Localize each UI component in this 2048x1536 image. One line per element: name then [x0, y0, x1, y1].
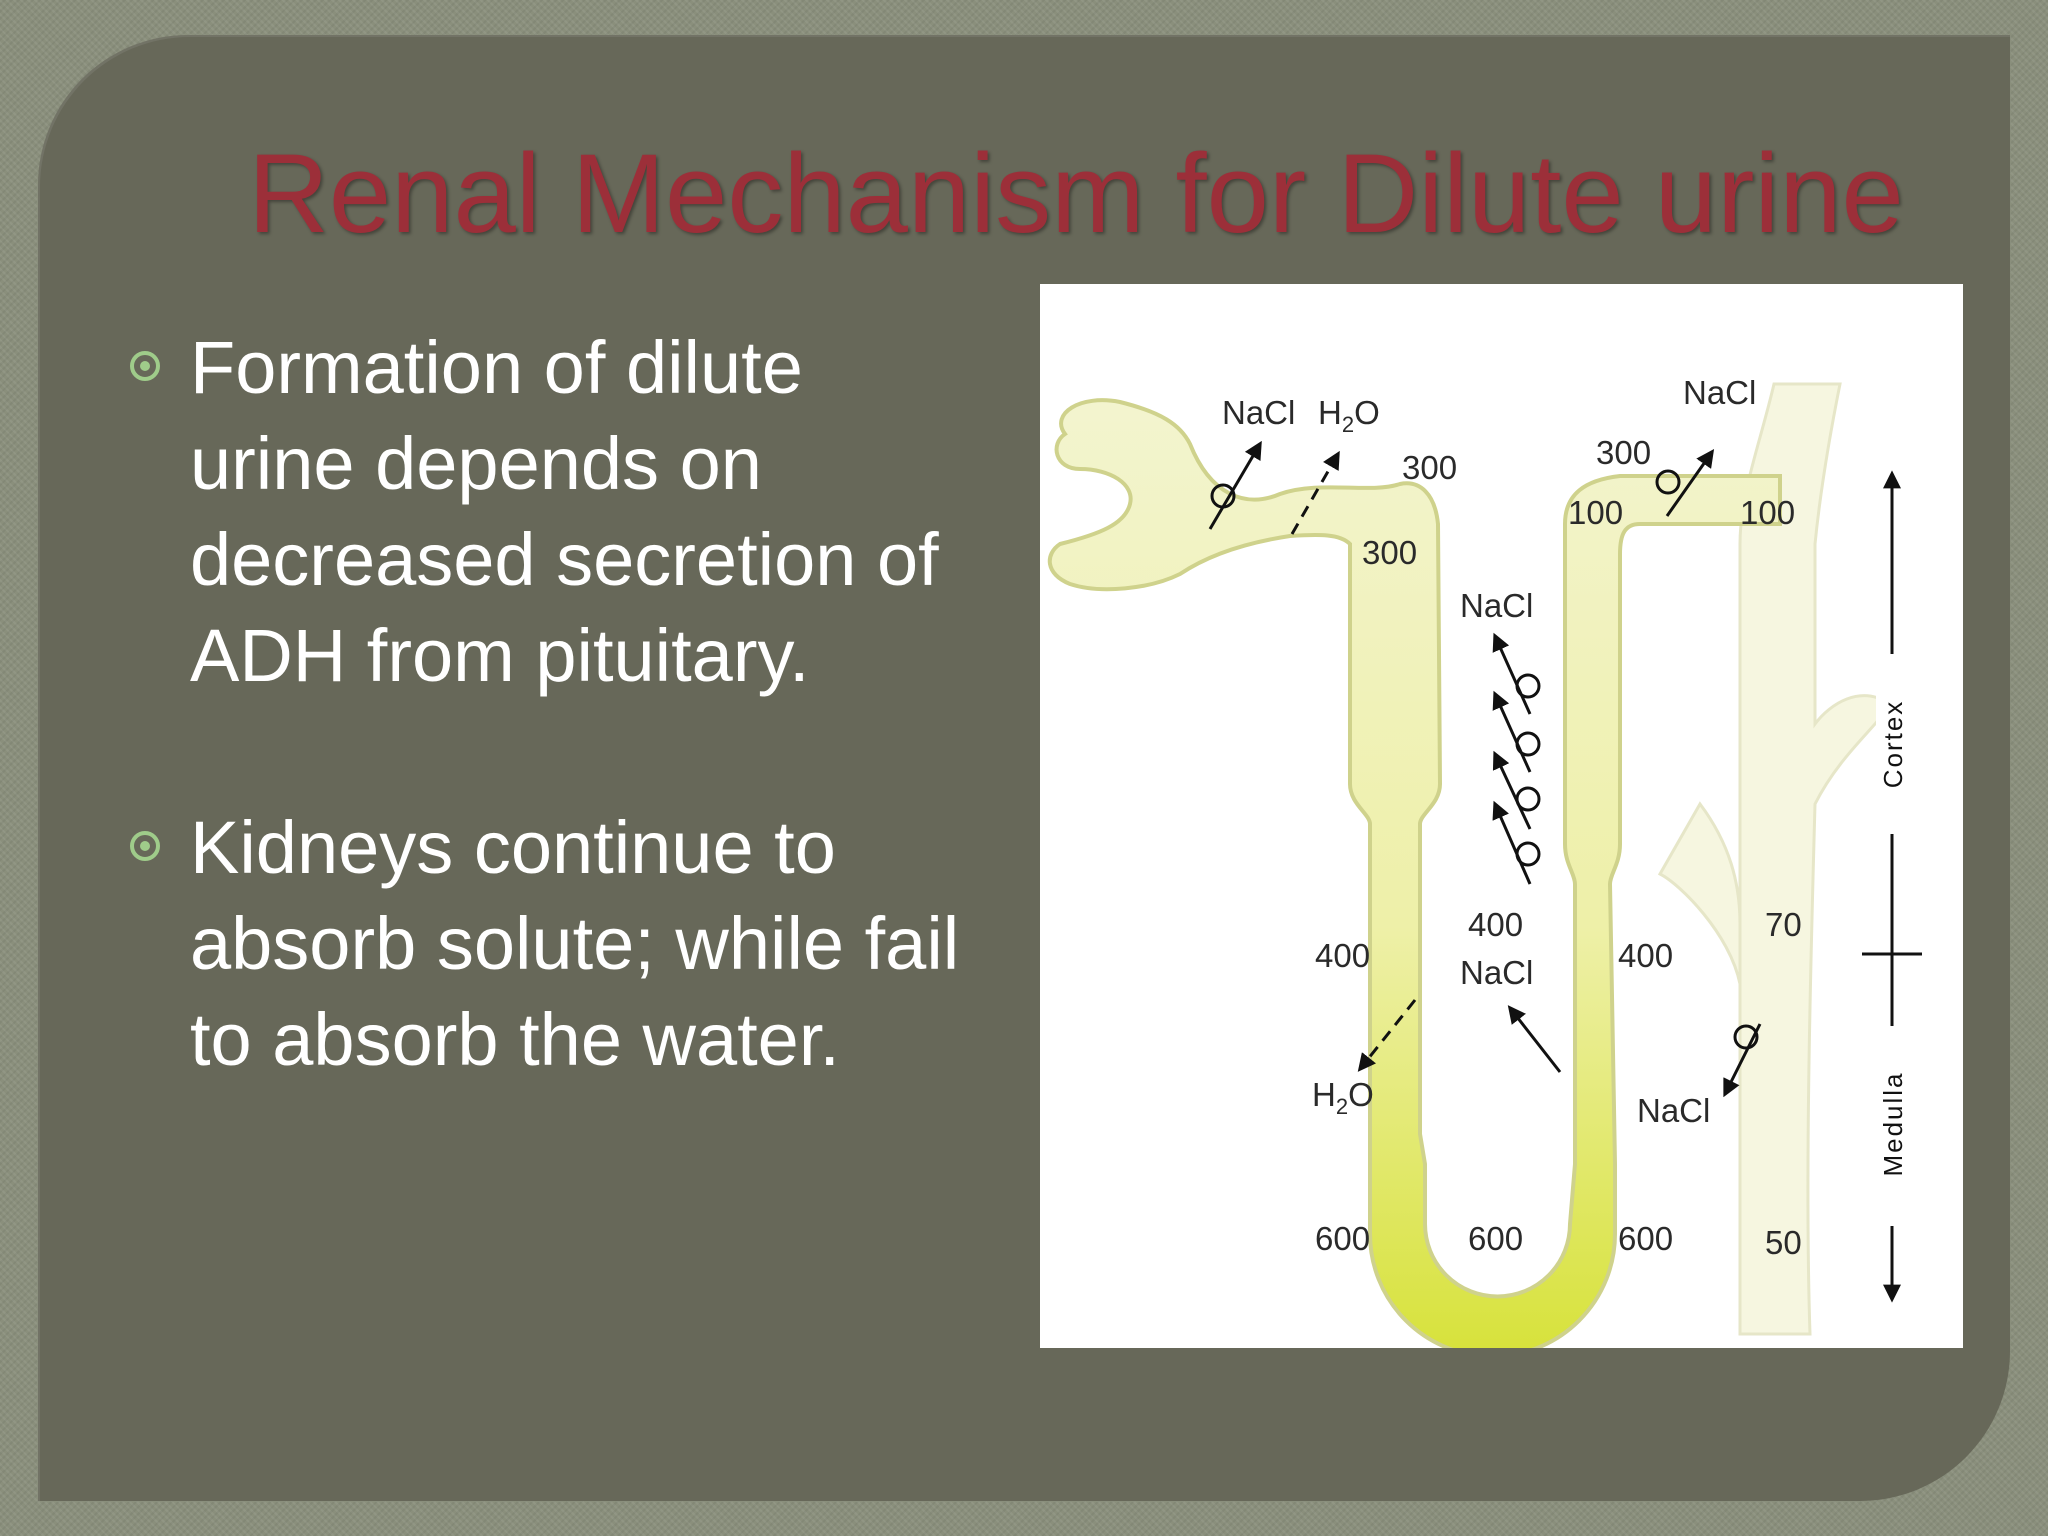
h2o-prefix: H	[1312, 1076, 1336, 1113]
label-osm-300-outer: 300	[1402, 449, 1457, 486]
bullet-circle-icon	[130, 351, 160, 381]
bullet-circle-icon	[130, 831, 160, 861]
h2o-suffix: O	[1348, 1076, 1374, 1113]
label-h2o-pct: H2O	[1318, 394, 1380, 437]
transport-arrows	[1210, 444, 1760, 1094]
label-osm-100-cd: 100	[1740, 494, 1795, 531]
bullet-text: Formation of dilute urine depends on dec…	[190, 326, 939, 697]
label-osm-300-inner: 300	[1362, 534, 1417, 571]
label-osm-50: 50	[1765, 1224, 1802, 1261]
label-nacl-cd: NaCl	[1637, 1092, 1710, 1129]
label-osm-400-right: 400	[1618, 937, 1673, 974]
label-osm-70: 70	[1765, 906, 1802, 943]
label-osm-100-dct: 100	[1568, 494, 1623, 531]
nephron-diagram: Cortex Medulla NaCl H2O 300	[1040, 284, 1963, 1348]
label-nacl-thin: NaCl	[1460, 954, 1533, 991]
bullet-item: Formation of dilute urine depends on dec…	[128, 320, 968, 704]
nephron-svg: Cortex Medulla NaCl H2O 300	[1040, 284, 1963, 1348]
bullet-list: Formation of dilute urine depends on dec…	[128, 320, 968, 1088]
axis-label-cortex: Cortex	[1878, 700, 1908, 789]
h2o-prefix: H	[1318, 394, 1342, 431]
h2o-subscript: 2	[1336, 1094, 1348, 1119]
label-osm-300-ascending: 300	[1596, 434, 1651, 471]
label-osm-600-right: 600	[1618, 1220, 1673, 1257]
label-h2o-loop: H2O	[1312, 1076, 1374, 1119]
label-nacl-dct: NaCl	[1683, 374, 1756, 411]
label-nacl-pct: NaCl	[1222, 394, 1295, 431]
axis-label-medulla: Medulla	[1878, 1071, 1908, 1176]
label-osm-600-left: 600	[1315, 1220, 1370, 1257]
slide-title: Renal Mechanism for Dilute urine	[248, 138, 1948, 250]
label-osm-400-left: 400	[1315, 937, 1370, 974]
label-osm-400-loop: 400	[1468, 906, 1523, 943]
label-osm-600-loop: 600	[1468, 1220, 1523, 1257]
bullet-item: Kidneys continue to absorb solute; while…	[128, 800, 968, 1088]
h2o-subscript: 2	[1342, 412, 1354, 437]
h2o-suffix: O	[1354, 394, 1380, 431]
label-nacl-thick: NaCl	[1460, 587, 1533, 624]
bullet-text: Kidneys continue to absorb solute; while…	[190, 806, 959, 1081]
